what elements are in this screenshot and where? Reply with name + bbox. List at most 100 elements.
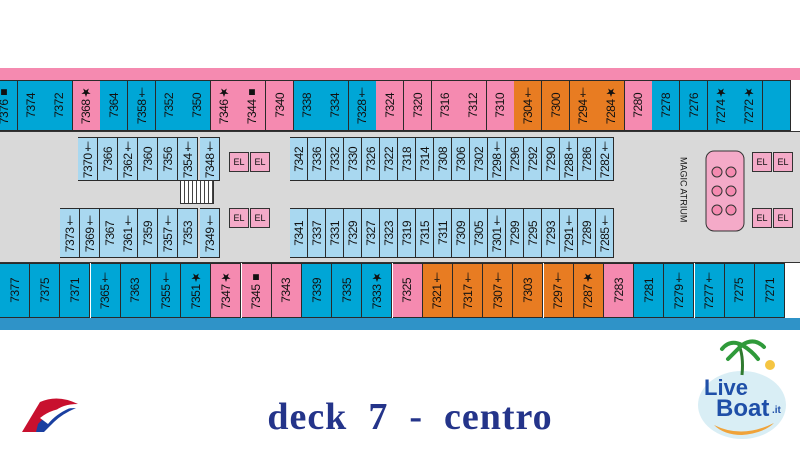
elevator-box[interactable]: EL (773, 152, 793, 172)
cabin[interactable]: 7374 (17, 80, 46, 131)
cabin[interactable]: 7283 (604, 263, 634, 318)
cabin[interactable]: 7368★ (72, 80, 101, 131)
cabin[interactable]: 7352 (155, 80, 184, 131)
cabin[interactable]: 7325 (392, 263, 423, 318)
cabin[interactable]: 7336 (308, 137, 326, 181)
cabin[interactable]: 7299 (506, 208, 524, 258)
cabin[interactable]: 7292 (524, 137, 542, 181)
cabin[interactable]: 7297† (543, 263, 574, 318)
cabin[interactable]: 7280 (624, 80, 653, 131)
cabin[interactable]: 7355† (151, 263, 181, 318)
cabin[interactable]: 7363 (120, 263, 151, 318)
cabin[interactable]: 7337 (308, 208, 326, 258)
cabin[interactable]: 7298† (488, 137, 506, 181)
cabin[interactable]: 7343 (271, 263, 302, 318)
cabin[interactable]: 7351★ (181, 263, 212, 318)
cabin[interactable]: 7272★ (735, 80, 764, 131)
cabin[interactable]: 7360 (138, 137, 158, 181)
cabin[interactable]: 7308 (434, 137, 452, 181)
cabin[interactable]: 7327 (362, 208, 380, 258)
cabin[interactable]: 7339 (302, 263, 332, 318)
cabin[interactable]: 7288† (560, 137, 578, 181)
elevator-box[interactable]: EL (229, 152, 249, 172)
cabin[interactable]: 7356 (158, 137, 178, 181)
cabin[interactable]: 7344■ (238, 80, 267, 131)
cabin[interactable]: 7350 (183, 80, 212, 131)
cabin[interactable]: 7377 (0, 263, 30, 318)
cabin[interactable]: 7316 (431, 80, 460, 131)
cabin[interactable]: 7307† (483, 263, 514, 318)
cabin[interactable]: 7293 (542, 208, 560, 258)
cabin[interactable]: 7302 (470, 137, 488, 181)
cabin[interactable]: 7274★ (707, 80, 736, 131)
cabin[interactable]: 7372 (45, 80, 74, 131)
cabin[interactable]: 7315 (416, 208, 434, 258)
cabin[interactable]: 7290 (542, 137, 560, 181)
cabin[interactable]: 7366 (98, 137, 118, 181)
cabin[interactable]: 7371 (60, 263, 91, 318)
cabin[interactable]: 7317† (453, 263, 483, 318)
cabin[interactable]: 7342 (290, 137, 308, 181)
cabin[interactable]: 7287★ (573, 263, 604, 318)
cabin[interactable]: 7305 (470, 208, 488, 258)
cabin[interactable]: 7365† (90, 263, 121, 318)
cabin[interactable]: 7320 (404, 80, 432, 131)
cabin[interactable]: 7354† (178, 137, 198, 181)
cabin[interactable]: 7364 (100, 80, 129, 131)
elevator-box[interactable]: EL (752, 208, 772, 228)
cabin[interactable]: 7347★ (211, 263, 242, 318)
cabin[interactable]: 7319 (398, 208, 416, 258)
cabin[interactable]: 7359 (138, 208, 158, 258)
cabin[interactable]: 7373† (60, 208, 80, 258)
cabin[interactable]: 7276 (680, 80, 708, 131)
cabin[interactable]: 7376■ (0, 80, 18, 131)
cabin[interactable]: 7341 (290, 208, 308, 258)
cabin[interactable]: 7303 (513, 263, 544, 318)
cabin[interactable]: 7314 (416, 137, 434, 181)
cabin[interactable]: 7375 (30, 263, 61, 318)
cabin[interactable]: 7277† (694, 263, 725, 318)
elevator-box[interactable]: EL (752, 152, 772, 172)
cabin[interactable]: 7309 (452, 208, 470, 258)
cabin[interactable]: 7348† (200, 137, 220, 181)
cabin[interactable]: 7334 (321, 80, 350, 131)
cabin[interactable]: 7346★ (210, 80, 239, 131)
cabin[interactable] (762, 80, 791, 131)
cabin[interactable]: 7361† (118, 208, 138, 258)
cabin[interactable]: 7362† (118, 137, 138, 181)
cabin[interactable]: 7282† (596, 137, 614, 181)
cabin[interactable]: 7340 (266, 80, 294, 131)
cabin[interactable]: 7338 (293, 80, 322, 131)
elevator-box[interactable]: EL (229, 208, 249, 228)
cabin[interactable]: 7369† (80, 208, 100, 258)
elevator-box[interactable]: EL (250, 152, 270, 172)
cabin[interactable]: 7300 (542, 80, 570, 131)
cabin[interactable]: 7310 (486, 80, 515, 131)
cabin[interactable]: 7306 (452, 137, 470, 181)
cabin[interactable]: 7370† (78, 137, 98, 181)
cabin[interactable]: 7321† (422, 263, 453, 318)
cabin[interactable]: 7279† (664, 263, 695, 318)
cabin[interactable]: 7324 (376, 80, 405, 131)
cabin[interactable]: 7295 (524, 208, 542, 258)
cabin[interactable]: 7329 (344, 208, 362, 258)
cabin[interactable]: 7312 (459, 80, 488, 131)
elevator-box[interactable]: EL (250, 208, 270, 228)
cabin[interactable]: 7278 (652, 80, 681, 131)
cabin[interactable]: 7281 (634, 263, 665, 318)
cabin[interactable]: 7294† (569, 80, 598, 131)
cabin[interactable]: 7296 (506, 137, 524, 181)
cabin[interactable]: 7289 (578, 208, 596, 258)
cabin[interactable]: 7323 (380, 208, 398, 258)
cabin[interactable]: 7328† (348, 80, 377, 131)
cabin[interactable]: 7285† (596, 208, 614, 258)
cabin[interactable]: 7335 (332, 263, 363, 318)
cabin[interactable]: 7345■ (241, 263, 272, 318)
cabin[interactable]: 7349† (200, 208, 220, 258)
cabin[interactable]: 7271 (755, 263, 785, 318)
cabin[interactable]: 7330 (344, 137, 362, 181)
cabin[interactable]: 7284★ (597, 80, 626, 131)
cabin[interactable]: 7367 (100, 208, 120, 258)
cabin[interactable]: 7304† (514, 80, 543, 131)
cabin[interactable]: 7275 (724, 263, 755, 318)
